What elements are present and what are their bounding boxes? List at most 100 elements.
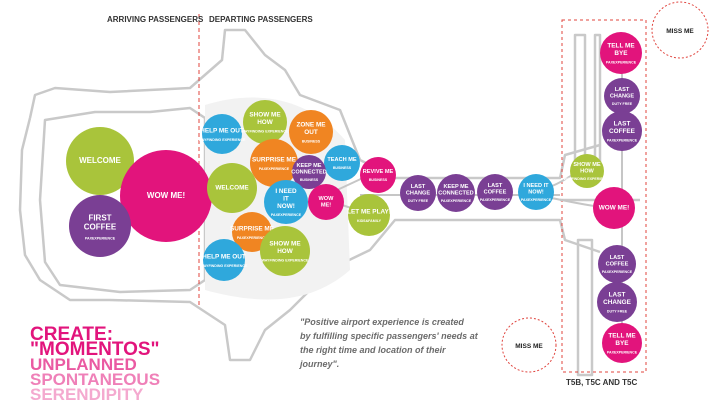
node-category: PAXEXPERIENCE [237,236,268,240]
node-category: PAXEXPERIENCE [606,61,637,65]
node-category: DUTY FREE [612,102,633,106]
node-label: COFFEE [484,189,507,195]
header-departing: DEPARTING PASSENGERS [209,15,313,24]
node-category: WAYFINDING EXPERIENCE [242,130,289,134]
node-category: KIDS&FAMILY [357,219,382,223]
node-label: HELP ME OUT [202,253,246,260]
node-category: BUSINESS [302,140,321,144]
node-circle [570,154,604,188]
node-circle [250,139,298,187]
node-category: WAYFINDING EXPERIENCE [201,264,248,268]
node-label: I NEED [275,188,297,195]
node-label: WOW [319,196,335,202]
node-label: NOW! [528,189,544,195]
create-line: "MOMENTOS" [30,339,160,360]
node-category: WAYFINDING EXPERIENCE [199,138,246,142]
node-label: SHOW ME [573,162,601,168]
node-label: NOW! [277,203,295,210]
node-circle [360,157,396,193]
node-label: CONNECTED [438,190,473,196]
node-category: DUTY FREE [607,310,628,314]
node-circle [69,195,131,257]
node-category: PAXEXPERIENCE [85,236,116,240]
miss-me-circle-top [651,1,709,59]
node-label: SURPRISE ME [252,156,297,163]
quote-line: journey". [299,359,339,369]
node-circle [518,174,554,210]
node-label: IT [283,195,289,202]
node-label: ME! [321,202,331,208]
node-label: CHANGE [406,190,431,196]
node-category: PAXEXPERIENCE [480,198,511,202]
node-label: LET ME PLAY! [347,208,391,215]
node-label: SHOW ME [269,241,301,248]
create-line: SERENDIPITY [30,385,144,404]
node-circle [292,155,326,189]
node-label: COFFEE [606,261,629,267]
node-category: PAXEXPERIENCE [602,270,633,274]
node-circle [203,239,245,281]
node-label: COFFEE [609,128,636,135]
miss-me-circle-bottom [501,317,557,373]
experience-node: LET ME PLAY! KIDS&FAMILY [347,194,391,236]
node-label: REVIVE ME [363,169,394,175]
node-label: BYE [614,50,628,57]
node-label: WOW ME! [599,204,630,211]
node-label: CHANGE [603,299,631,306]
node-label: LAST [609,292,626,299]
node-label: LAST [610,255,625,261]
node-circle [264,180,308,224]
node-category: DUTY FREE [408,199,429,203]
experience-node: WOW ME! [593,187,635,229]
node-label: TEACH ME [327,157,356,163]
node-circle [600,32,642,74]
experience-node: WELCOME [66,127,134,195]
node-circle [66,127,134,195]
create-line: CREATE: [30,324,113,345]
node-label: OUT [304,129,318,136]
node-category: PAXEXPERIENCE [259,167,290,171]
node-label: HOW [580,168,594,174]
node-circle [400,175,436,211]
node-circle [593,187,635,229]
node-circle [602,323,642,363]
node-label: SHOW ME [249,112,281,119]
node-circle [243,100,287,144]
node-category: WAYFINDING EXPERIENCE [564,177,611,181]
miss-me-label-bottom: MISS ME [515,343,543,350]
miss-me-label-top: MISS ME [666,28,694,35]
node-category: PAXEXPERIENCE [607,351,638,355]
node-label: HELP ME OUT [200,127,244,134]
node-category: PAXEXPERIENCE [607,139,638,143]
quote-line: by fulfilling specific passengers' needs… [300,331,479,341]
quote-line: the right time and location of their [300,345,446,355]
node-circle [437,174,475,212]
node-label: CHANGE [610,93,635,99]
node-circle [324,145,360,181]
node-label: SURPRISE ME [230,225,275,232]
node-label: WELCOME [79,156,121,165]
node-label: FIRST [88,213,111,222]
node-category: BUSINESS [300,178,319,182]
node-label: COFFEE [84,222,117,231]
experience-node: SURPRISE ME PAXEXPERIENCE [250,139,298,187]
node-category: WAYFINDING EXPERIENCE [262,259,309,263]
create-momentos-block: CREATE:"MOMENTOS"UNPLANNEDSPONTANEOUSSER… [30,324,160,404]
node-label: BYE [615,340,629,347]
node-label: LAST [488,183,503,189]
